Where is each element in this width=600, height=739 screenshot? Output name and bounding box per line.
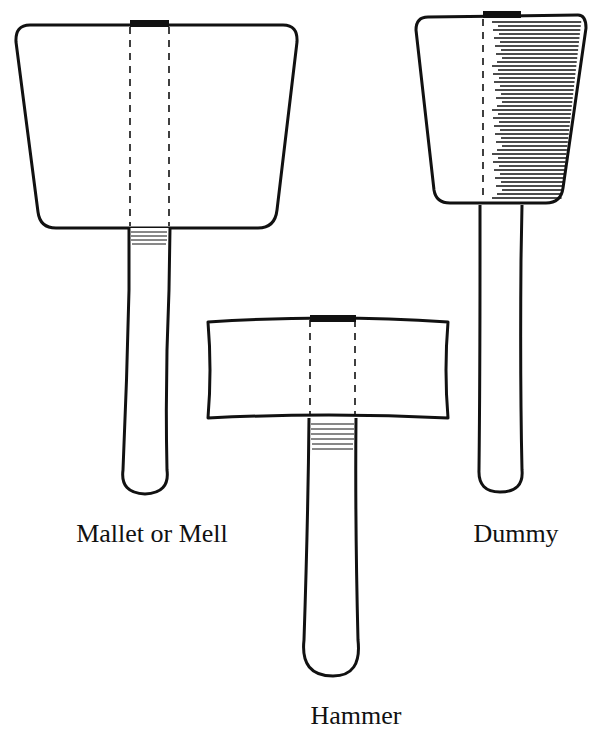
tool-label: Hammer (311, 702, 402, 731)
dummy-shading (492, 22, 581, 198)
dummy-head (416, 15, 586, 203)
hidden-lines (130, 19, 483, 416)
mallet-head (16, 25, 297, 228)
mallet-handle (123, 228, 170, 494)
handle-hatching (131, 232, 354, 449)
handle-details (131, 12, 520, 321)
hammer-handle (304, 418, 359, 676)
dummy-handle (479, 205, 522, 492)
hammer-head (208, 318, 448, 418)
tool-label: Mallet or Mell (76, 520, 228, 549)
tool-label: Dummy (473, 520, 558, 549)
